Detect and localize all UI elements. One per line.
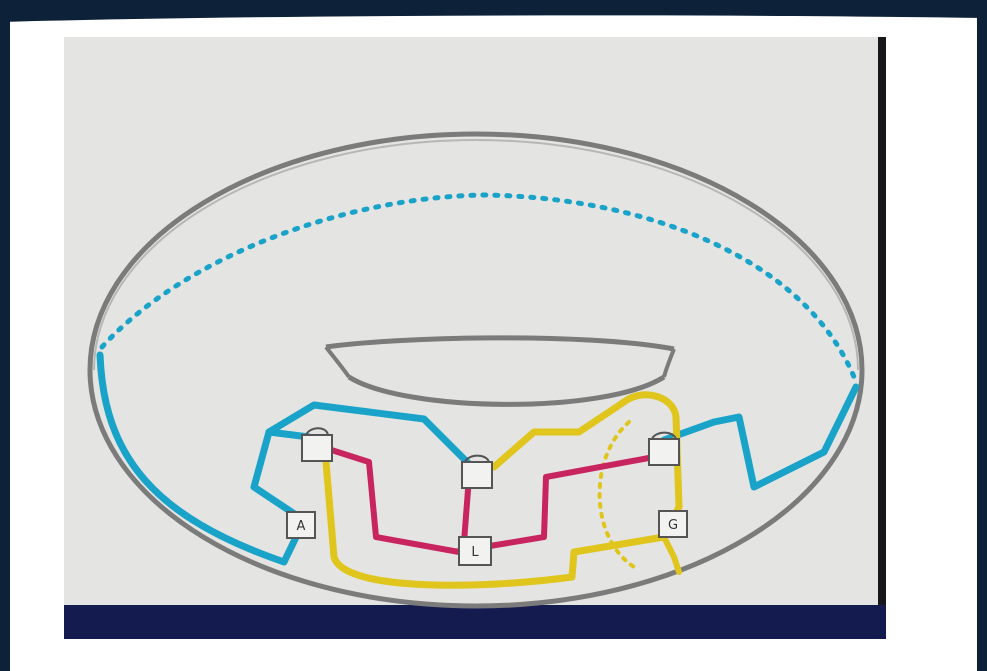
node-a: A [287, 512, 315, 538]
node-l-label: L [471, 545, 479, 560]
node-g: G [659, 511, 687, 537]
paper-bottom-shadow [64, 605, 886, 639]
paper-right-shadow [878, 37, 886, 639]
node-l: L [459, 537, 491, 565]
slide-left-edge [0, 0, 10, 671]
torus-photo: A L G [64, 37, 886, 639]
node-g-label: G [668, 518, 678, 533]
torus-drawing: A L G [64, 37, 886, 639]
slide-right-edge [977, 0, 987, 671]
node-a-label: A [297, 519, 306, 534]
